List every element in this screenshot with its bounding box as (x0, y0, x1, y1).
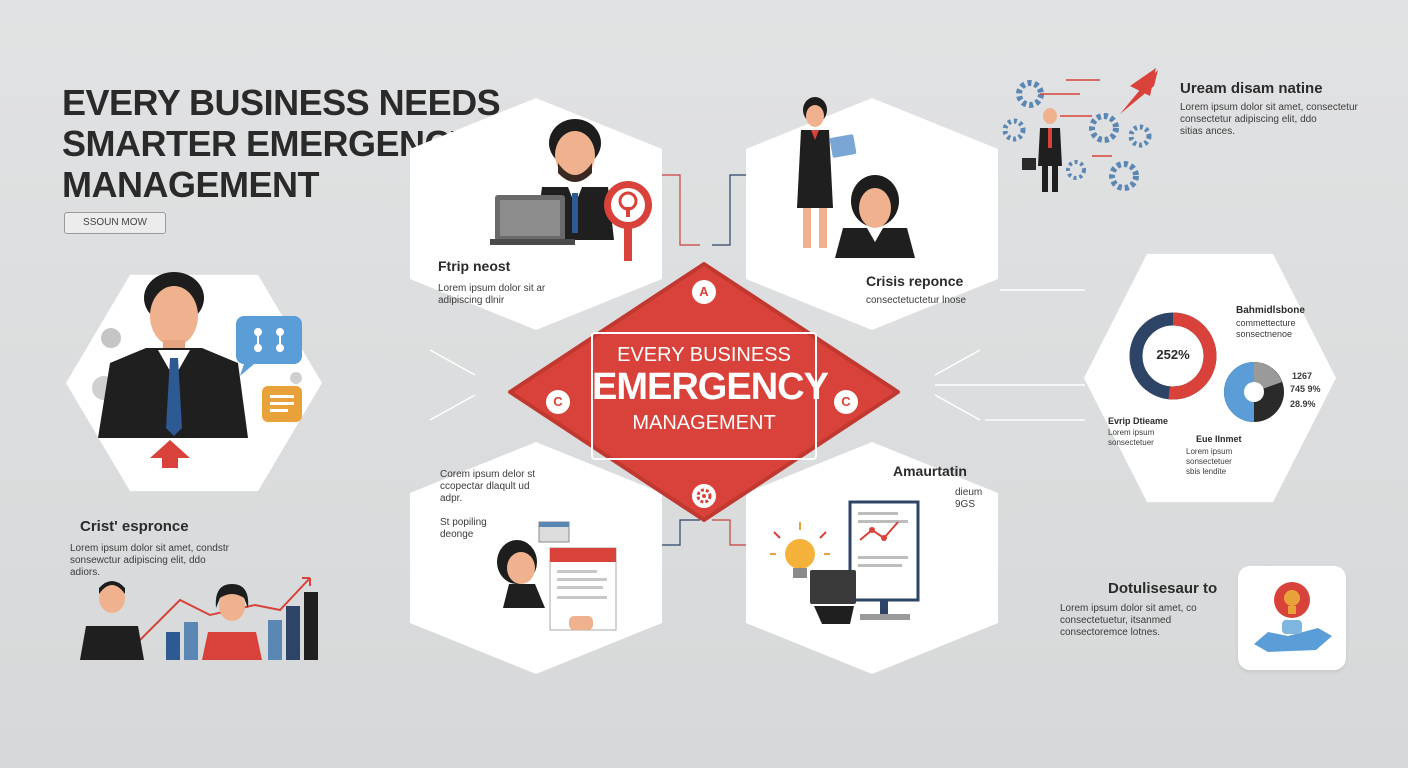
top-right-panel-heading: Uream disam natine (1180, 80, 1323, 97)
lightbulb-icon (770, 522, 830, 578)
stats-label-left: Evrip Dtieame (1108, 416, 1169, 426)
top-right-hex-heading: Crisis reponce (866, 273, 964, 289)
pie-label-2: 745 9% (1290, 384, 1321, 394)
stats-title: Bahmidlsbone (1236, 305, 1305, 316)
donut-value: 252% (1156, 347, 1190, 362)
center-badge-top-label: A (699, 284, 709, 299)
left-panel-body: Lorem ipsum dolor sit amet, condstr sons… (70, 543, 229, 578)
bottom-right-panel-body: Lorem ipsum dolor sit amet, co consectet… (1060, 603, 1197, 638)
center-line-2: EMERGENCY (592, 366, 829, 408)
gear-icon (692, 484, 716, 508)
center-line-1: EVERY BUSINESS (617, 344, 791, 366)
pie-label-3: 28.9% (1290, 399, 1316, 409)
idea-hand-icon (1254, 582, 1332, 652)
bottom-right-hex-heading: Amaurtatin (893, 463, 967, 479)
women-team-illustration (797, 97, 915, 258)
center-badge-right-label: C (841, 394, 851, 409)
man-laptop-illustration (490, 119, 652, 261)
growth-team-illustration (80, 577, 318, 660)
donut-chart (1129, 312, 1217, 400)
monitor-chart-illustration (810, 500, 920, 624)
top-right-panel-body: Lorem ipsum dolor sit amet, consectetur … (1180, 102, 1358, 137)
network-icon (240, 328, 284, 376)
center-badge-right: C (834, 390, 858, 414)
page-title: EVERY BUSINESS NEEDS SMARTER EMERGENCY M… (62, 82, 501, 205)
top-left-hex-body: Lorem ipsum dolor sit ar adipiscing dlni… (438, 283, 546, 306)
bottom-right-hex-body: dieum 9GS (955, 487, 983, 510)
stats-label-left-body: Lorem ipsum sonsectetuer (1108, 428, 1155, 447)
chat-icon (236, 316, 302, 364)
cta-button-label: SSOUN MOW (83, 217, 147, 228)
stats-label-bottom: Eue Ilnmet (1196, 434, 1242, 444)
top-right-hex-body: consectetuctetur lnose (866, 295, 967, 306)
businessman-illustration (92, 272, 302, 468)
center-badge-top: A (692, 280, 716, 304)
top-left-hex-heading: Ftrip neost (438, 258, 511, 274)
center-badge-left: C (546, 390, 570, 414)
center-diamond (508, 262, 900, 522)
woman-documents-illustration (497, 521, 617, 631)
pie-chart (1224, 362, 1284, 422)
center-badge-left-label: C (553, 394, 563, 409)
pie-label-1: 1267 (1292, 371, 1313, 381)
bottom-right-panel-heading: Dotulisesaur to (1108, 580, 1218, 597)
center-line-3: MANAGEMENT (632, 412, 776, 434)
cta-button[interactable]: SSOUN MOW (64, 212, 166, 234)
businessman-gears-illustration (1002, 68, 1158, 192)
stats-label-bottom-body: Lorem ipsum sonsectetuer sbis lendite (1186, 447, 1233, 476)
bottom-left-hex-body: Corem ipsum delor st ccopectar dlaqult u… (440, 469, 536, 540)
left-panel-heading: Crist' espronce (80, 518, 189, 535)
message-lines (270, 395, 294, 412)
stats-subtitle: commettecture sonsectnenoe (1236, 318, 1296, 339)
